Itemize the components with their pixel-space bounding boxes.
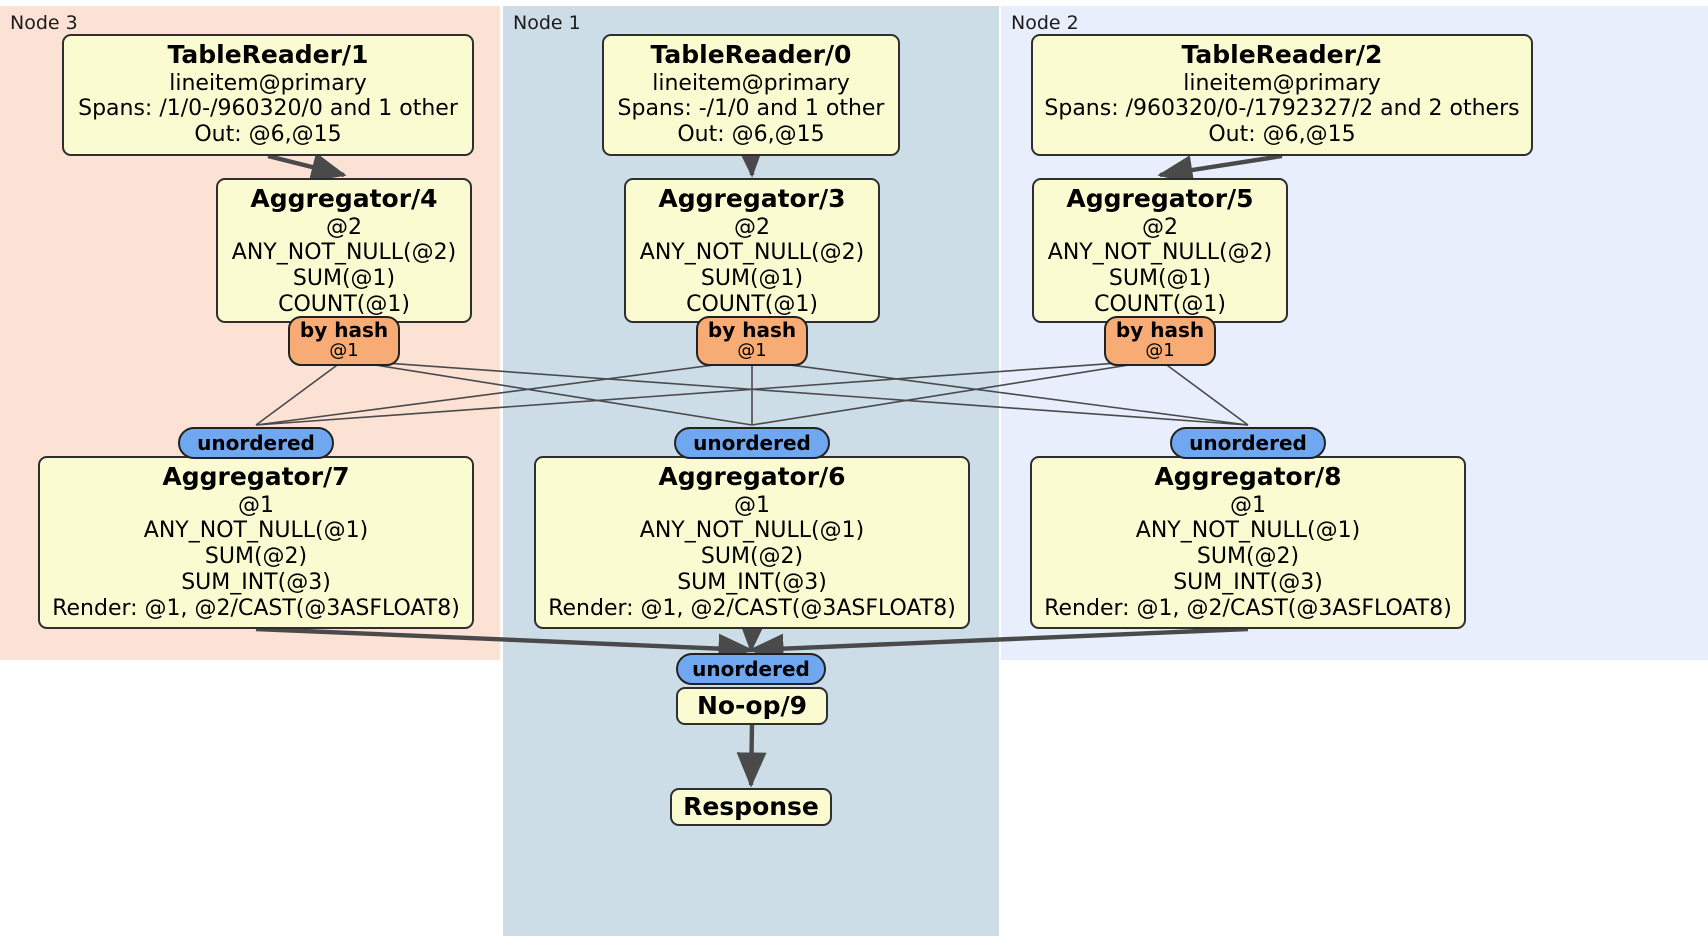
processor-tablereader-1[interactable]: TableReader/1 lineitem@primary Spans: /1… — [62, 34, 474, 156]
processor-title: No-op/9 — [696, 690, 808, 720]
processor-no-op-9[interactable]: No-op/9 — [676, 687, 828, 725]
processor-aggregator-6[interactable]: Aggregator/6 @1 ANY_NOT_NULL(@1) SUM(@2)… — [534, 456, 970, 629]
processor-line: Out: @6,@15 — [1208, 122, 1356, 148]
router-sublabel: @1 — [329, 340, 359, 362]
processor-line: Spans: /1/0-/960320/0 and 1 other — [78, 96, 458, 122]
router-unordered-no-op-9[interactable]: unordered — [676, 653, 826, 685]
processor-line: ANY_NOT_NULL(@1) — [1135, 518, 1361, 544]
router-label: by hash — [1115, 318, 1205, 343]
processor-line: @1 — [734, 492, 770, 518]
processor-line: COUNT(@1) — [1094, 292, 1226, 318]
processor-line: @1 — [1230, 492, 1266, 518]
router-label: by hash — [299, 318, 389, 343]
router-label: unordered — [693, 431, 811, 455]
processor-response[interactable]: Response — [670, 788, 832, 826]
processor-render-line: Render: @1, @2/CAST(@3ASFLOAT8) — [52, 596, 460, 622]
node-label-node-2: Node 2 — [1011, 12, 1079, 34]
processor-tablereader-2[interactable]: TableReader/2 lineitem@primary Spans: /9… — [1031, 34, 1533, 156]
processor-line: COUNT(@1) — [686, 292, 818, 318]
processor-title: TableReader/0 — [650, 40, 852, 69]
processor-line: @1 — [238, 492, 274, 518]
processor-aggregator-7[interactable]: Aggregator/7 @1 ANY_NOT_NULL(@1) SUM(@2)… — [38, 456, 474, 629]
router-sublabel: @1 — [1145, 340, 1175, 362]
processor-title: Aggregator/6 — [658, 462, 846, 491]
processor-line: ANY_NOT_NULL(@2) — [1047, 240, 1273, 266]
processor-title: Aggregator/4 — [250, 184, 438, 213]
router-unordered-aggregator-6[interactable]: unordered — [674, 427, 830, 459]
processor-line: SUM(@2) — [204, 544, 308, 570]
router-label: by hash — [707, 318, 797, 343]
processor-line: ANY_NOT_NULL(@2) — [639, 240, 865, 266]
processor-line: Out: @6,@15 — [194, 122, 342, 148]
processor-aggregator-4[interactable]: Aggregator/4 @2 ANY_NOT_NULL(@2) SUM(@1)… — [216, 178, 472, 323]
node-label-node-1: Node 1 — [513, 12, 581, 34]
processor-aggregator-5[interactable]: Aggregator/5 @2 ANY_NOT_NULL(@2) SUM(@1)… — [1032, 178, 1288, 323]
router-unordered-aggregator-8[interactable]: unordered — [1170, 427, 1326, 459]
processor-render-line: Render: @1, @2/CAST(@3ASFLOAT8) — [1044, 596, 1452, 622]
router-by-hash-aggregator-3[interactable]: by hash @1 — [696, 316, 808, 366]
processor-title: Aggregator/5 — [1066, 184, 1254, 213]
processor-line: SUM(@2) — [1196, 544, 1300, 570]
processor-line: SUM_INT(@3) — [1173, 570, 1323, 596]
processor-aggregator-3[interactable]: Aggregator/3 @2 ANY_NOT_NULL(@2) SUM(@1)… — [624, 178, 880, 323]
node-label-node-3: Node 3 — [10, 12, 78, 34]
processor-title: Aggregator/7 — [162, 462, 350, 491]
processor-title: Aggregator/8 — [1154, 462, 1342, 491]
processor-line: SUM(@2) — [700, 544, 804, 570]
processor-line: ANY_NOT_NULL(@1) — [639, 518, 865, 544]
router-by-hash-aggregator-5[interactable]: by hash @1 — [1104, 316, 1216, 366]
processor-line: ANY_NOT_NULL(@1) — [143, 518, 369, 544]
processor-line: lineitem@primary — [1183, 70, 1381, 96]
processor-line: Spans: -/1/0 and 1 other — [617, 96, 885, 122]
processor-title: Aggregator/3 — [658, 184, 846, 213]
processor-line: COUNT(@1) — [278, 292, 410, 318]
processor-line: @2 — [734, 214, 770, 240]
processor-line: Spans: /960320/0-/1792327/2 and 2 others — [1044, 96, 1520, 122]
processor-tablereader-0[interactable]: TableReader/0 lineitem@primary Spans: -/… — [602, 34, 900, 156]
processor-line: ANY_NOT_NULL(@2) — [231, 240, 457, 266]
processor-line: Out: @6,@15 — [677, 122, 825, 148]
processor-title: TableReader/1 — [167, 40, 369, 69]
processor-line: @2 — [326, 214, 362, 240]
router-unordered-aggregator-7[interactable]: unordered — [178, 427, 334, 459]
processor-aggregator-8[interactable]: Aggregator/8 @1 ANY_NOT_NULL(@1) SUM(@2)… — [1030, 456, 1466, 629]
router-by-hash-aggregator-4[interactable]: by hash @1 — [288, 316, 400, 366]
processor-title: Response — [683, 791, 819, 821]
processor-line: SUM(@1) — [292, 266, 396, 292]
processor-line: lineitem@primary — [652, 70, 850, 96]
router-label: unordered — [692, 657, 810, 681]
router-label: unordered — [197, 431, 315, 455]
processor-title: TableReader/2 — [1181, 40, 1383, 69]
processor-line: lineitem@primary — [169, 70, 367, 96]
processor-line: SUM(@1) — [700, 266, 804, 292]
processor-line: @2 — [1142, 214, 1178, 240]
processor-line: SUM_INT(@3) — [181, 570, 331, 596]
router-label: unordered — [1189, 431, 1307, 455]
processor-line: SUM(@1) — [1108, 266, 1212, 292]
processor-render-line: Render: @1, @2/CAST(@3ASFLOAT8) — [548, 596, 956, 622]
processor-line: SUM_INT(@3) — [677, 570, 827, 596]
router-sublabel: @1 — [737, 340, 767, 362]
